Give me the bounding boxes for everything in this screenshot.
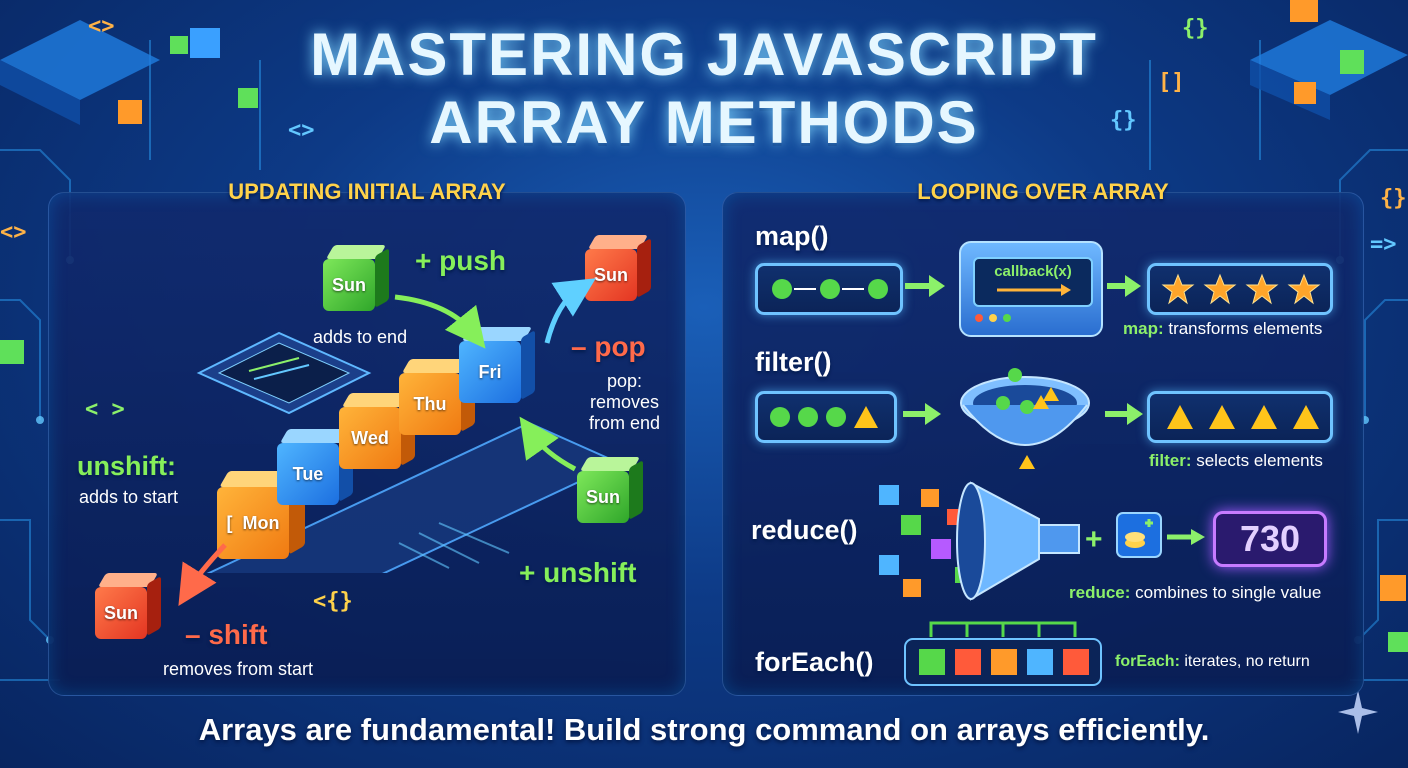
push-cube-sun: Sun: [323, 245, 389, 311]
cube-label-sun: Sun: [323, 259, 375, 311]
filter-method-label: filter(): [755, 347, 832, 377]
map-method-label: map(): [755, 221, 829, 251]
right-panel-heading: LOOPING OVER ARRAY: [917, 179, 1169, 204]
cube-label-fri: Fri: [459, 341, 521, 403]
cube-label-mon: Mon: [242, 512, 280, 533]
cube-label-tue: Tue: [277, 443, 339, 505]
updating-array-panel: UPDATING INITIAL ARRAY [Mon Tue Wed Thu …: [48, 179, 686, 696]
filter-output-array: [1147, 391, 1333, 443]
cube-label-sun: Sun: [95, 587, 147, 639]
push-note: adds to end: [313, 327, 408, 347]
circuit-board: [196, 331, 622, 573]
callback-label: callback(x): [994, 263, 1072, 280]
reduce-funnel-icon: [879, 481, 1080, 601]
shift-note: removes from start: [163, 659, 314, 679]
decor-brace-glyph: {}: [1110, 108, 1137, 133]
decor-angle-glyph: <>: [288, 118, 315, 143]
cube-label-thu: Thu: [399, 373, 461, 435]
pop-note: pop: removes from end: [589, 371, 660, 434]
triangles-sequence: [1167, 405, 1319, 429]
pop-note-line3: from end: [589, 413, 661, 433]
machine-leds: [975, 314, 1011, 322]
shift-label: – shift: [185, 619, 268, 650]
page-title-line2: ARRAY METHODS: [429, 89, 979, 156]
pop-label: – pop: [571, 331, 646, 362]
reduce-plus-sign: +: [1085, 523, 1103, 556]
map-output-array: [1147, 263, 1333, 315]
decor-angle-glyph: <>: [88, 14, 115, 39]
accumulator-icon: [1116, 512, 1162, 558]
pop-note-line2: removes: [590, 392, 660, 412]
filter-input-array: [755, 391, 897, 443]
forEach-method-label: forEach(): [755, 647, 874, 677]
callback-machine: callback(x): [959, 241, 1103, 337]
decor-brace-glyph: {}: [1380, 186, 1407, 211]
filter-description: filter: selects elements: [1149, 451, 1323, 470]
unshift-label: + unshift: [519, 557, 637, 588]
reduce-method-label: reduce(): [751, 515, 858, 545]
stars-sequence: [1161, 273, 1321, 305]
bracket-label: [: [226, 512, 233, 533]
cube-label-sun: Sun: [577, 471, 629, 523]
decor-brace-glyph: {}: [1182, 16, 1209, 41]
array-cube-wed: Wed: [339, 393, 419, 473]
left-panel-heading: UPDATING INITIAL ARRAY: [228, 179, 506, 204]
reduce-result-value: 730: [1239, 518, 1301, 559]
green-dots-sequence: [772, 279, 888, 299]
mixed-shapes-sequence: [770, 406, 878, 428]
page-title-line1: MASTERING JAVASCRIPT: [310, 21, 1098, 88]
shift-cube-sun: Sun: [95, 573, 161, 639]
unshift-title: unshift:: [77, 451, 176, 481]
reduce-arrow: [1167, 529, 1205, 545]
array-cube-thu: Thu: [399, 359, 479, 439]
cube-label-wed: Wed: [339, 407, 401, 469]
reduce-description: reduce: combines to single value: [1069, 583, 1322, 602]
callback-screen: callback(x): [973, 257, 1093, 307]
array-cube-fri: Fri: [459, 327, 539, 407]
flow-arrows: [903, 275, 1143, 425]
map-input-array: [755, 263, 903, 315]
reduce-result-box: 730: [1213, 511, 1327, 567]
footer-tagline: Arrays are fundamental! Build strong com…: [198, 712, 1210, 747]
code-angle-glyph: < >: [85, 397, 125, 422]
forEach-description: forEach: iterates, no return: [1115, 653, 1310, 670]
array-cube-tue: Tue: [277, 429, 357, 509]
unshift-note: adds to start: [79, 487, 179, 507]
map-description: map: transforms elements: [1123, 319, 1323, 338]
decor-angle-glyph: <>: [0, 220, 27, 245]
code-brace-glyph: <{}: [313, 589, 353, 614]
push-label: + push: [415, 245, 507, 276]
decor-bracket-glyph: []: [1158, 70, 1185, 95]
decor-arrow-glyph: =>: [1370, 232, 1397, 257]
pop-note-line1: pop:: [607, 371, 643, 391]
operation-arrows: [178, 278, 596, 606]
looping-array-panel: LOOPING OVER ARRAY map() callback(x) map…: [722, 179, 1364, 696]
callback-arrow-icon: [997, 284, 1071, 296]
unshift-cube-sun: Sun: [577, 457, 643, 523]
filter-sieve-icon: [960, 368, 1090, 469]
forEach-iteration-icon: [904, 621, 1102, 686]
